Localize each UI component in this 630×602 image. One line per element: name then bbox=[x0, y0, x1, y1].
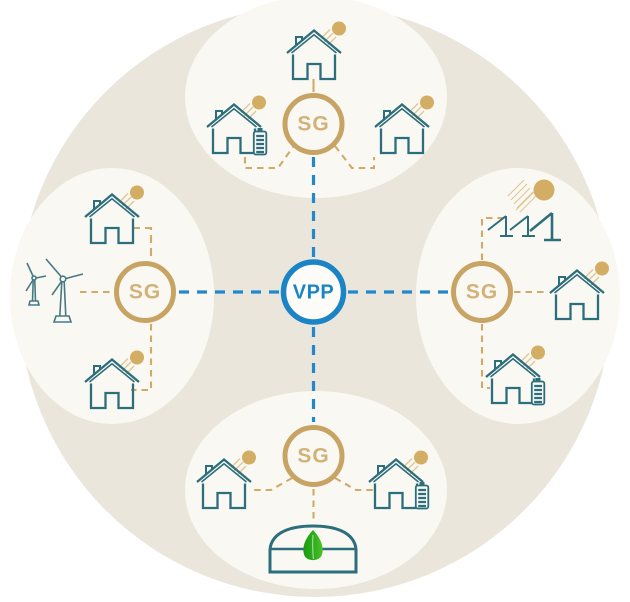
battery-icon bbox=[530, 376, 546, 406]
sg-asset-link bbox=[480, 324, 490, 390]
cluster-left bbox=[10, 168, 214, 424]
sg-asset-link bbox=[334, 145, 376, 170]
cluster-right bbox=[416, 168, 620, 424]
leaf-icon bbox=[303, 530, 323, 561]
solar-panel-icon bbox=[487, 179, 561, 242]
sg-label-top: SG bbox=[297, 113, 329, 136]
vpp-hub: VPP bbox=[280, 259, 347, 325]
sg-asset-link bbox=[251, 477, 293, 492]
sg-label-left: SG bbox=[129, 281, 161, 304]
sg-node-bottom: SG bbox=[282, 425, 345, 487]
battery-icon bbox=[414, 480, 430, 510]
left-cluster-assets bbox=[25, 184, 146, 410]
right-cluster-assets bbox=[484, 179, 611, 406]
bottom-cluster-assets bbox=[195, 449, 430, 574]
sg-asset-link bbox=[480, 216, 507, 260]
sg-asset-link bbox=[132, 226, 153, 259]
sg-label-right: SG bbox=[466, 281, 498, 304]
sg-node-right: SG bbox=[451, 261, 513, 323]
vpp-label: VPP bbox=[293, 282, 335, 304]
sg-asset-link bbox=[334, 477, 373, 492]
cluster-bottom bbox=[185, 391, 447, 589]
sg-asset-link bbox=[243, 146, 294, 170]
storage-tank-icon bbox=[268, 524, 358, 574]
wind-turbine-icon bbox=[25, 258, 84, 323]
sg-node-left: SG bbox=[114, 261, 176, 323]
battery-icon bbox=[252, 126, 268, 156]
sg-node-top: SG bbox=[282, 93, 345, 155]
sun-icon bbox=[533, 179, 555, 201]
sg-label-bottom: SG bbox=[297, 445, 329, 468]
